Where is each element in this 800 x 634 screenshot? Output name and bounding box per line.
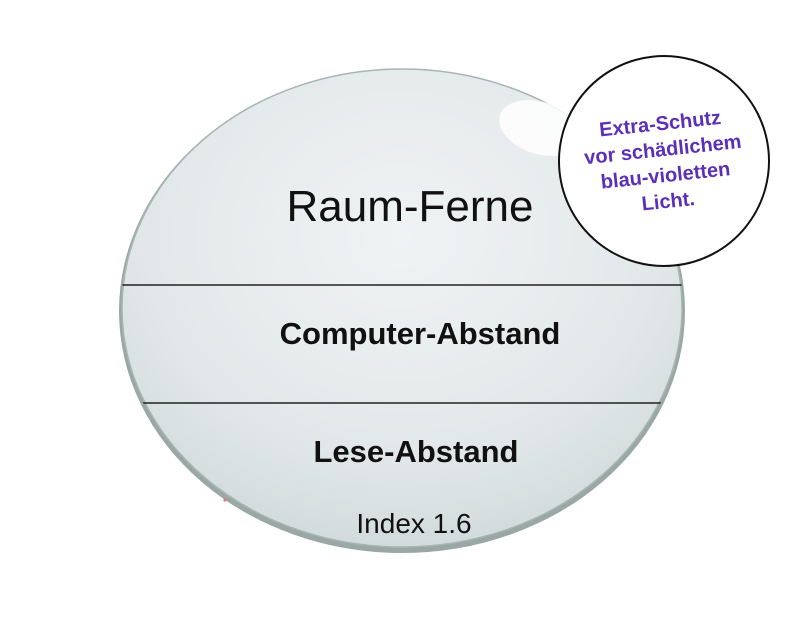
zone-label-distance: Raum-Ferne: [286, 182, 534, 231]
badge-text-line: Licht.: [640, 188, 696, 216]
zone-label-computer: Computer-Abstand: [279, 316, 561, 351]
lens-index-label: Index 1.6: [356, 508, 472, 539]
lens-body: [121, 68, 683, 548]
zone-label-reading: Lese-Abstand: [313, 434, 519, 469]
